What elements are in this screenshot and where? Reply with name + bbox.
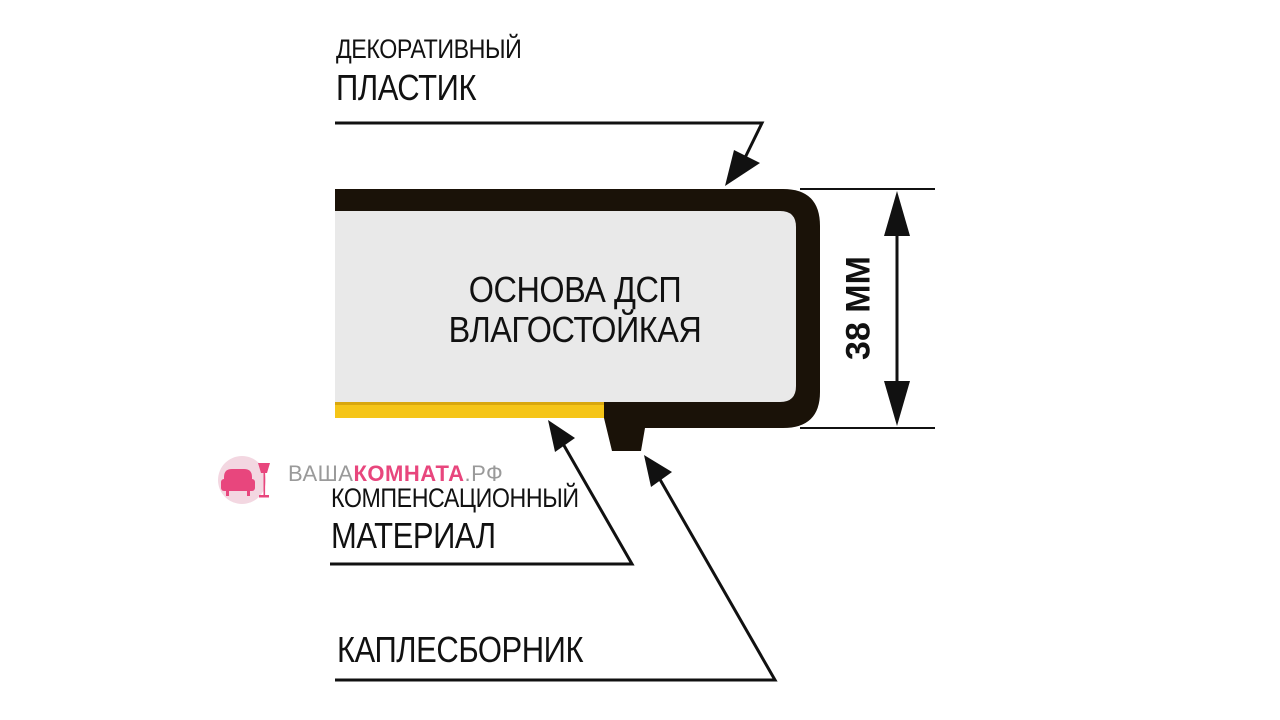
leader-compensation-arrow xyxy=(548,420,575,452)
drip-label: КАПЛЕСБОРНИК xyxy=(337,629,584,670)
watermark-part2: КОМНАТА xyxy=(353,461,465,486)
leader-decorative-arrow xyxy=(725,150,760,186)
core-label: ОСНОВА ДСП ВЛАГОСТОЙКАЯ xyxy=(422,269,728,351)
watermark-part3: .РФ xyxy=(464,461,504,486)
compensation-layer xyxy=(335,402,604,418)
thickness-label: 38 ММ xyxy=(833,250,885,365)
watermark-logo: ВАШАКОМНАТА.РФ xyxy=(218,455,518,505)
decorative-label-line2: ПЛАСТИК xyxy=(336,67,477,108)
leader-decorative xyxy=(335,121,765,171)
core-label-line2: ВЛАГОСТОЙКАЯ xyxy=(448,309,702,351)
core-label-line1: ОСНОВА ДСП xyxy=(468,269,682,310)
leader-drip xyxy=(335,475,778,682)
decorative-label-line1: ДЕКОРАТИВНЫЙ xyxy=(336,34,522,64)
dimension-arrow-up xyxy=(884,191,910,236)
compensation-label-line2: МАТЕРИАЛ xyxy=(331,515,496,556)
chipboard-core xyxy=(335,211,796,402)
watermark-part1: ВАША xyxy=(288,461,354,486)
watermark-text: ВАШАКОМНАТА.РФ xyxy=(288,461,503,487)
armchair-lamp-icon xyxy=(218,456,270,504)
dimension-arrow-down xyxy=(884,381,910,426)
compensation-label-line1: КОМПЕНСАЦИОННЫЙ xyxy=(331,483,579,513)
leader-drip-arrow xyxy=(644,455,672,487)
leader-compensation xyxy=(330,441,635,566)
compensation-layer-shade xyxy=(335,402,604,405)
thickness-value: 38 ММ xyxy=(839,255,878,360)
